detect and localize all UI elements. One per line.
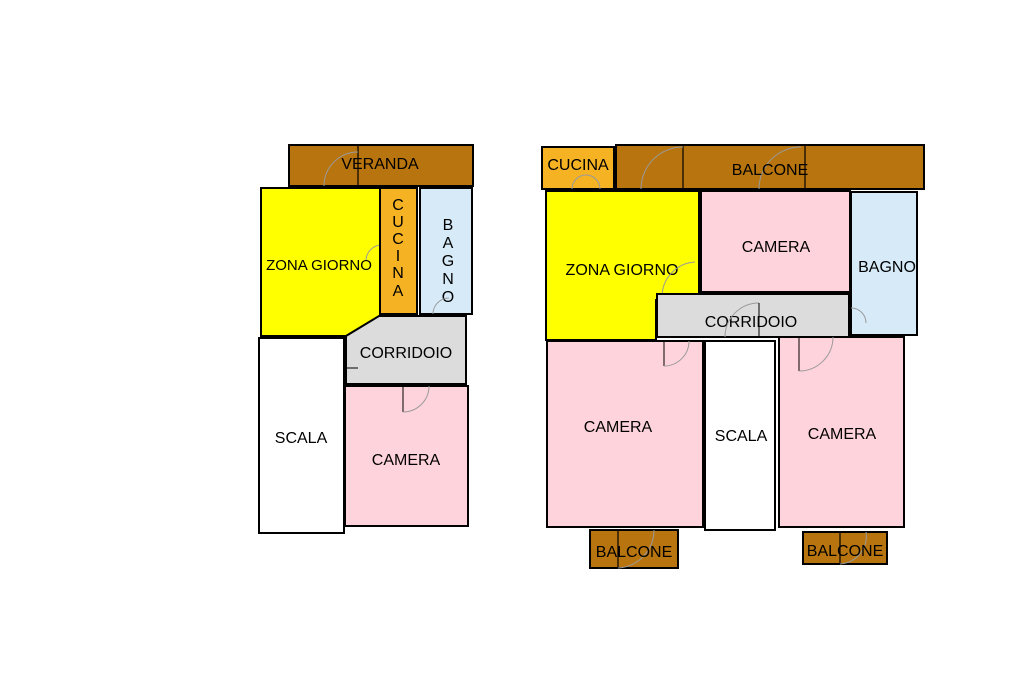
left-bath-room: [419, 187, 473, 315]
right-bath-room: [850, 191, 918, 336]
right-bedroom-left-label: CAMERA: [584, 419, 653, 436]
left-kitchen-letter: U: [392, 214, 404, 231]
left-stair-room: [258, 337, 345, 534]
right-bedroom-right-label: CAMERA: [808, 426, 877, 443]
right-corridor-room: [656, 293, 850, 338]
right-corridor-label: CORRIDOIO: [705, 314, 797, 331]
right-kitchen-room: [541, 146, 615, 190]
plan-left: VERANDA ZONA GIORNO C U C I N A B A G N …: [258, 144, 474, 534]
left-bedroom-label: CAMERA: [372, 452, 441, 469]
left-kitchen-letter: A: [393, 283, 404, 300]
left-bath-letter: B: [443, 217, 454, 234]
right-balcony-bottom-right-label: BALCONE: [807, 543, 883, 560]
right-stair-label: SCALA: [715, 428, 768, 445]
left-kitchen-letter: N: [392, 265, 404, 282]
right-balcony-bottom-left-door-arc: [617, 529, 655, 569]
left-stair-label: SCALA: [275, 430, 328, 447]
right-balcony-bottom-right: [802, 531, 888, 565]
veranda-room: [288, 144, 474, 187]
left-living-label: ZONA GIORNO: [266, 257, 372, 274]
plan-right: CUCINA BALCONE ZONA GIORNO CAMERA BAGNO …: [541, 144, 925, 569]
left-corridor-room: [345, 315, 467, 385]
right-living-door-arc: [661, 261, 696, 298]
right-bedroom-right-room: [778, 336, 905, 528]
left-kitchen-label: C U C I N A: [392, 197, 404, 300]
left-bath-letter: A: [443, 235, 454, 252]
right-bath-label: BAGNO: [858, 259, 916, 276]
right-balcony-bottom-left: [589, 529, 679, 569]
right-bath-door-arc: [850, 307, 867, 324]
right-balcony-bottom-right-door-arc: [839, 531, 867, 565]
left-bedroom-door-arc: [402, 385, 430, 413]
right-balcony-top: [615, 144, 925, 190]
right-corridor-door-arc: [724, 302, 760, 338]
right-balcony-door-arc: [758, 146, 802, 190]
right-bedroom-top-label: CAMERA: [742, 239, 811, 256]
left-living-room: [260, 187, 381, 337]
left-bedroom-room: [344, 385, 469, 527]
veranda-label: VERANDA: [341, 156, 419, 173]
right-kitchen-door-arc: [571, 174, 601, 190]
right-balcony-top-label: BALCONE: [732, 162, 808, 179]
left-bath-letter: N: [442, 271, 454, 288]
left-bath-door-arc: [432, 297, 450, 315]
right-kitchen-label: CUCINA: [547, 157, 609, 174]
right-living-label: ZONA GIORNO: [566, 262, 679, 279]
left-kitchen-letter: C: [392, 231, 404, 248]
left-kitchen-room: [379, 187, 418, 315]
right-bedroom-right-door-arc: [798, 336, 834, 372]
left-kitchen-letter: I: [396, 248, 400, 265]
left-corridor-label: CORRIDOIO: [360, 345, 452, 362]
right-stair-room: [704, 340, 776, 531]
right-balcony-bottom-left-label: BALCONE: [596, 544, 672, 561]
right-bedroom-left-door-arc: [663, 340, 690, 367]
left-living-door-arc: [365, 244, 381, 261]
right-bedroom-top-room: [700, 190, 851, 293]
left-bath-letter: G: [442, 253, 454, 270]
right-balcony-door-arc: [640, 146, 684, 190]
right-bedroom-left-room: [546, 340, 704, 528]
left-bath-label: B A G N O: [442, 217, 454, 306]
left-kitchen-letter: C: [392, 197, 404, 214]
veranda-door-arc: [323, 151, 359, 187]
